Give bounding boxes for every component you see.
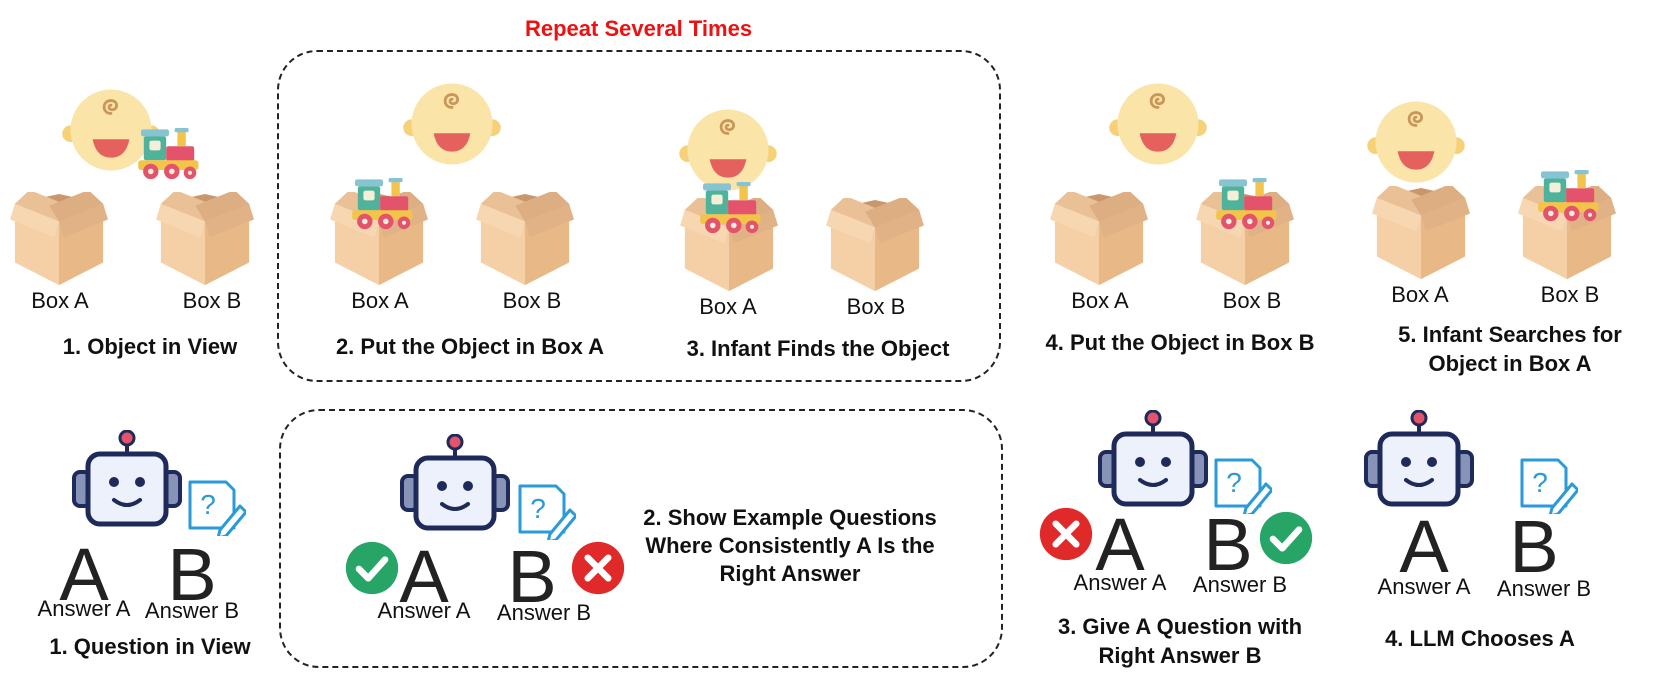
cross-icon <box>570 540 626 596</box>
answer-a-letter: A <box>59 533 109 616</box>
step-caption: 4. LLM Chooses A <box>1385 626 1575 651</box>
box-b-label: Box B <box>502 288 562 313</box>
answer-b-label: Answer B <box>496 600 592 625</box>
answer-a-letter: A <box>1399 505 1449 588</box>
answer-a-letter: A <box>399 535 449 618</box>
step-caption: 3. Infant Finds the Object <box>686 336 950 361</box>
toy-train-icon <box>1212 178 1282 234</box>
answer-a-label: Answer A <box>377 598 471 623</box>
repeat-group-top <box>277 50 1001 382</box>
answer-a-letter: A <box>1095 503 1145 586</box>
box-b-label: Box B <box>1540 282 1600 307</box>
answer-b-letter: B <box>167 533 217 616</box>
check-icon <box>1258 510 1314 566</box>
box-a-label: Box A <box>351 288 409 313</box>
cardboard-box-icon <box>1050 192 1148 290</box>
answer-b-label: Answer B <box>144 598 240 623</box>
answer-b-label: Answer B <box>1192 572 1288 597</box>
step-caption: 1. Question in View <box>49 634 251 659</box>
toy-train-icon <box>1534 170 1604 226</box>
cardboard-box-icon <box>826 198 924 296</box>
baby-face-icon <box>396 78 508 170</box>
answer-b-label: Answer B <box>1496 576 1592 601</box>
toy-train-icon <box>348 178 418 234</box>
toy-train-icon <box>134 128 204 184</box>
repeat-label: Repeat Several Times <box>525 16 753 41</box>
step-caption-line1: 5. Infant Searches for <box>1398 322 1622 347</box>
baby-face-icon <box>1102 78 1214 170</box>
step-caption-line1: 2. Show Example Questions <box>643 505 937 530</box>
step-caption-line1: 3. Give A Question with <box>1057 614 1303 639</box>
box-b-label: Box B <box>1222 288 1282 313</box>
cardboard-box-icon <box>476 192 574 290</box>
robot-icon <box>1098 410 1208 510</box>
box-a-label: Box A <box>31 288 89 313</box>
step-caption-line2: Right Answer B <box>1098 643 1262 668</box>
box-a-label: Box A <box>1391 282 1449 307</box>
step-caption-line2: Where Consistently A Is the <box>645 533 935 558</box>
cardboard-box-icon <box>156 192 254 290</box>
cardboard-box-icon <box>1372 186 1470 284</box>
answer-a-label: Answer A <box>1377 574 1471 599</box>
question-note-icon <box>186 476 246 536</box>
baby-face-icon <box>1360 96 1472 188</box>
robot-icon <box>400 434 510 534</box>
answer-b-letter: B <box>1509 505 1559 588</box>
robot-icon <box>1364 410 1474 510</box>
box-b-label: Box B <box>846 294 906 319</box>
step-caption-line2: Object in Box A <box>1428 351 1592 376</box>
toy-train-icon <box>696 182 766 238</box>
box-a-label: Box A <box>699 294 757 319</box>
answer-a-label: Answer A <box>37 596 131 621</box>
answer-a-label: Answer A <box>1073 570 1167 595</box>
repeat-group-bottom <box>279 409 1003 668</box>
robot-icon <box>72 430 182 530</box>
answer-b-letter: B <box>507 535 557 618</box>
step-caption: 4. Put the Object in Box B <box>1045 330 1315 355</box>
question-note-icon <box>516 480 576 540</box>
step-caption-line3: Right Answer <box>719 561 861 586</box>
answer-b-letter: B <box>1203 503 1253 586</box>
box-b-label: Box B <box>182 288 242 313</box>
step-caption: 1. Object in View <box>62 334 238 359</box>
step-caption: 2. Put the Object in Box A <box>335 334 605 359</box>
cardboard-box-icon <box>10 192 108 290</box>
box-a-label: Box A <box>1071 288 1129 313</box>
